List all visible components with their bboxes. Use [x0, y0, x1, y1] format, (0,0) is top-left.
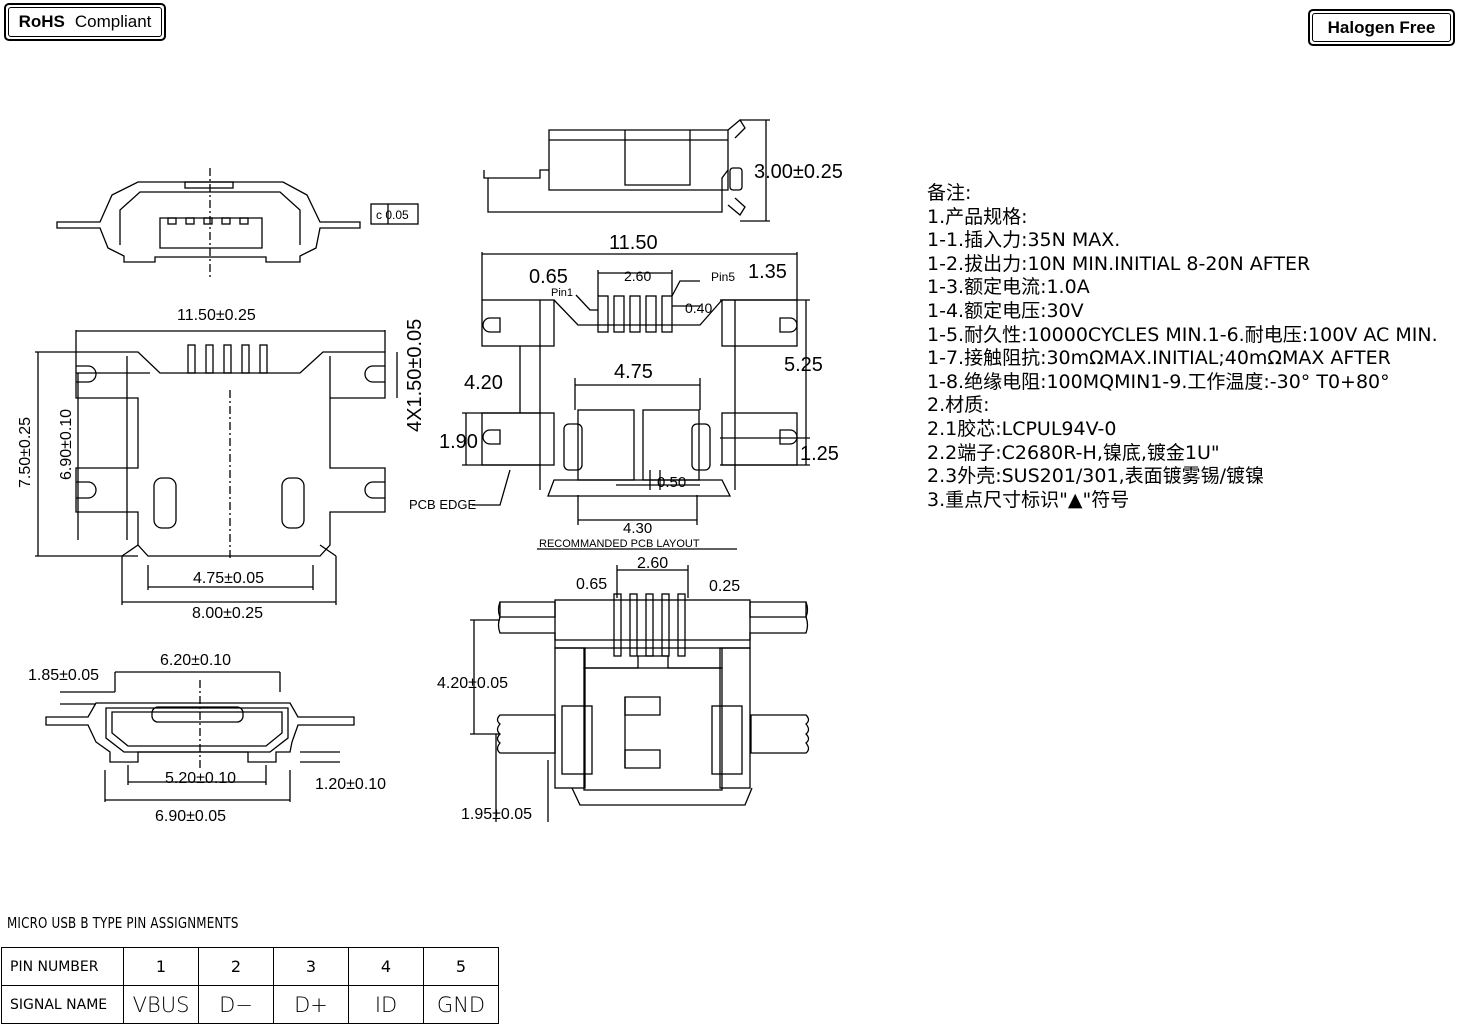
receptacle-end-view [45, 671, 355, 802]
note-line: 1-2.拔出力:10N MIN.INITIAL 8-20N AFTER [927, 252, 1311, 275]
pin-assignment-table: PIN NUMBER 1 2 3 4 5 SIGNAL NAME VBUS D−… [1, 947, 499, 1024]
pin-number-cell: 5 [423, 947, 499, 986]
note-line: 2.3外壳:SUS201/301,表面镀雾锡/镀镍 [927, 465, 1265, 488]
pin-number-cell: 4 [348, 947, 424, 986]
side-height-dim: 3.00±0.25 [754, 161, 843, 183]
plug-base-dim: 6.90±0.05 [155, 808, 226, 825]
table-row: SIGNAL NAME VBUS D− D+ ID GND [1, 985, 499, 1024]
pin-table-title: MICRO USB B TYPE PIN ASSIGNMENTS [7, 914, 239, 932]
pin-span-dim: 2.60 [624, 268, 651, 284]
flatness-callout: c 0.05 [376, 208, 409, 222]
pcb-edge-label: PCB EDGE [409, 497, 477, 512]
recommended-layout-label: RECOMMANDED PCB LAYOUT [539, 538, 700, 550]
note-line: 1-4.额定电压:30V [927, 299, 1084, 322]
pin5-label: Pin5 [711, 270, 735, 284]
rohs-badge: RoHS Compliant [4, 3, 166, 41]
note-line: 1.产品规格: [927, 205, 1028, 228]
layout-pin-dim: 0.25 [709, 578, 740, 595]
note-line: 1-5.耐久性:10000CYCLES MIN.1-6.耐电压:100V AC … [927, 323, 1438, 346]
total-height-dim: 7.50±0.25 [17, 417, 34, 488]
note-line: 3.重点尺寸标识"▲"符号 [927, 488, 1130, 511]
pin-number-cell: 1 [123, 947, 199, 986]
rohs-label: RoHS [18, 12, 65, 31]
note-line: 1-8.绝缘电阻:100MQMIN1-9.工作温度:-30° T0+80° [927, 370, 1390, 393]
signal-name-cell: VBUS [123, 985, 199, 1024]
note-line: 1-1.插入力:35N MAX. [927, 229, 1121, 252]
front-width-dim: 11.50±0.25 [177, 307, 256, 324]
layout-view [470, 565, 810, 822]
note-line: 2.材质: [927, 394, 990, 417]
pin-number-cell: 3 [273, 947, 349, 986]
note-line: 备注: [927, 182, 972, 204]
plug-height-dim: 1.85±0.05 [28, 667, 99, 684]
layout-height-dim: 4.20±0.05 [437, 675, 508, 692]
compliant-label: Compliant [74, 12, 152, 31]
note-line: 1-7.接触阻抗:30mΩMAX.INITIAL;40mΩMAX AFTER [927, 347, 1391, 370]
signal-name-cell: D− [198, 985, 274, 1024]
note-line: 1-3.额定电流:1.0A [927, 276, 1090, 299]
body-height-dim: 6.90±0.10 [58, 409, 75, 480]
pcb-footprint-view [462, 252, 810, 550]
center-gap-dim: 4.75 [614, 361, 653, 383]
signal-name-header: SIGNAL NAME [1, 985, 124, 1024]
pin-width-dim: 0.40 [685, 300, 712, 316]
signal-name-cell: D+ [273, 985, 349, 1024]
top-view [35, 330, 398, 605]
pad-small-dim: 1.90 [439, 431, 478, 453]
halogen-free-badge: Halogen Free [1308, 9, 1455, 46]
inner-width-dim: 4.75±0.05 [193, 570, 264, 587]
four-x-dim: 4X1.50±0.05 [404, 319, 426, 432]
spec-notes: 备注: 1.产品规格: 1-1.插入力:35N MAX. 1-2.拔出力:10N… [927, 182, 1438, 512]
layout-span-dim: 2.60 [637, 555, 668, 572]
footprint-width-dim: 11.50 [609, 232, 658, 254]
halogen-free-label: Halogen Free [1312, 13, 1451, 42]
front-end-view [56, 168, 419, 280]
table-row: PIN NUMBER 1 2 3 4 5 [1, 947, 499, 986]
signal-name-cell: ID [348, 985, 424, 1024]
plug-inner-dim: 5.20±0.10 [165, 770, 236, 787]
pin-number-header: PIN NUMBER [1, 947, 124, 986]
pitch-dim: 0.65 [529, 266, 568, 288]
plug-thickness-dim: 1.20±0.10 [315, 776, 386, 793]
layout-pitch-dim: 0.65 [576, 576, 607, 593]
note-line: 2.1胶芯:LCPUL94V-0 [927, 417, 1117, 440]
base-width-dim: 8.00±0.25 [192, 605, 263, 622]
right-offset-dim: 1.35 [748, 261, 787, 283]
signal-name-cell: GND [423, 985, 499, 1024]
side-view [483, 119, 770, 222]
pad-small-width-dim: 0.50 [657, 474, 686, 491]
pad-gap-dim: 4.20 [464, 372, 503, 394]
pin1-label: Pin1 [551, 287, 573, 299]
pad-height-dim: 5.25 [784, 354, 823, 376]
plug-width-dim: 6.20±0.10 [160, 652, 231, 669]
pin-number-cell: 2 [198, 947, 274, 986]
layout-bottom-dim: 1.95±0.05 [461, 806, 532, 823]
pad-right-dim: 1.25 [800, 443, 839, 465]
note-line: 2.2端子:C2680R-H,镍底,镀金1U" [927, 441, 1220, 464]
bottom-width-dim: 4.30 [623, 520, 652, 537]
